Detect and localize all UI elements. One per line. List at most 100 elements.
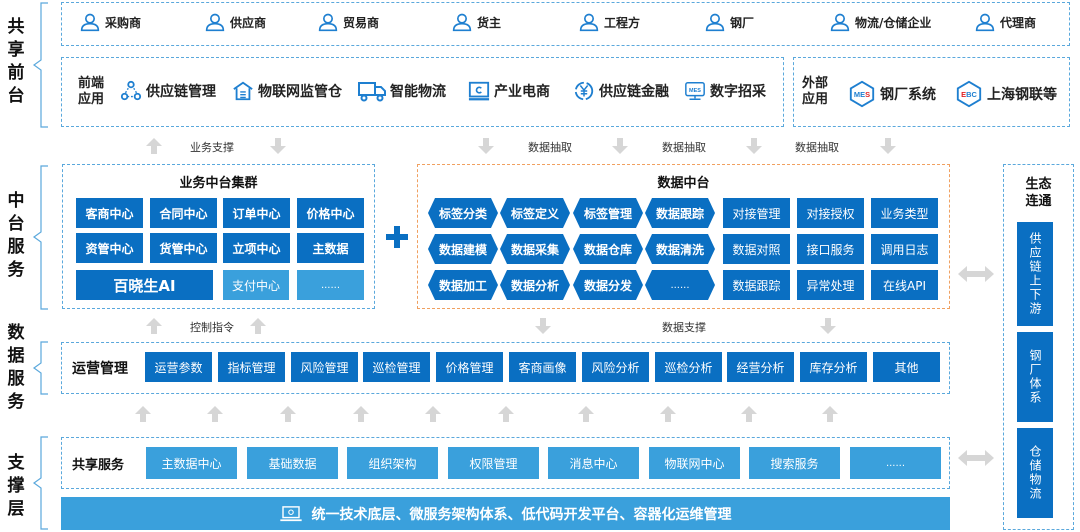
flow-label-data-extract: 数据抽取 xyxy=(662,141,706,154)
operations-item[interactable]: 价格管理 xyxy=(436,352,503,382)
role-item[interactable]: 贸易商 xyxy=(318,12,379,32)
frontend-apps-heading-line1: 前端 xyxy=(78,76,105,91)
role-item[interactable]: 物流/仓储企业 xyxy=(830,12,931,32)
app-digital-procurement[interactable]: MES 数字招采 xyxy=(684,80,766,102)
app-supply-chain-management[interactable]: 供应链管理 xyxy=(120,80,216,102)
plus-icon xyxy=(386,226,408,248)
business-center-box[interactable]: 资管中心 xyxy=(76,233,143,263)
data-capability-hex[interactable]: 标签分类 xyxy=(428,198,498,228)
shared-service-item[interactable]: 基础数据 xyxy=(247,447,338,479)
flow-label-data-extract: 数据抽取 xyxy=(795,141,839,154)
yuan-coin-icon xyxy=(574,81,594,101)
ecosystem-title-line1: 生态 xyxy=(1025,177,1052,192)
arrow-down-icon xyxy=(880,138,896,154)
user-icon xyxy=(452,13,472,32)
business-center-box[interactable]: 订单中心 xyxy=(223,198,290,228)
shared-service-item[interactable]: ...... xyxy=(850,447,941,479)
data-capability-hex[interactable]: 数据清洗 xyxy=(645,234,715,264)
shared-services-panel xyxy=(61,437,950,489)
arrow-down-icon xyxy=(746,138,762,154)
app-industrial-ecommerce[interactable]: 产业电商 xyxy=(468,80,550,102)
mes-monitor-icon: MES xyxy=(685,82,705,100)
shared-service-item[interactable]: 消息中心 xyxy=(548,447,639,479)
app-mysteel[interactable]: EBC 上海钢联等 xyxy=(955,80,1057,108)
external-apps-heading: 外部 应用 xyxy=(802,76,828,108)
business-middle-panel xyxy=(62,164,375,309)
operations-item[interactable]: 其他 xyxy=(873,352,940,382)
role-item[interactable]: 工程方 xyxy=(579,12,640,32)
data-service-box[interactable]: 数据跟踪 xyxy=(723,270,790,300)
business-more-box[interactable]: ...... xyxy=(297,270,364,300)
business-center-box[interactable]: 货管中心 xyxy=(150,233,217,263)
data-service-box[interactable]: 对接管理 xyxy=(723,198,790,228)
data-service-box[interactable]: 在线API xyxy=(871,270,938,300)
data-capability-hex[interactable]: 数据加工 xyxy=(428,270,498,300)
business-center-box[interactable]: 合同中心 xyxy=(150,198,217,228)
operations-item[interactable]: 指标管理 xyxy=(218,352,285,382)
operations-item[interactable]: 风险管理 xyxy=(291,352,358,382)
role-item[interactable]: 采购商 xyxy=(80,12,141,32)
data-capability-hex[interactable]: 数据采集 xyxy=(500,234,570,264)
data-capability-hex[interactable]: 数据分析 xyxy=(500,270,570,300)
data-capability-hex[interactable]: 数据建模 xyxy=(428,234,498,264)
ebc-hexagon-icon: EBC xyxy=(956,80,982,108)
ecosystem-item-warehousing[interactable]: 仓储物流 xyxy=(1017,428,1053,518)
operations-item[interactable]: 巡检分析 xyxy=(655,352,722,382)
operations-item[interactable]: 库存分析 xyxy=(800,352,867,382)
ecosystem-panel xyxy=(1003,164,1074,530)
operations-item[interactable]: 巡检管理 xyxy=(363,352,430,382)
user-icon xyxy=(705,13,725,32)
arrow-up-icon xyxy=(250,318,266,334)
app-iot-warehouse[interactable]: 物联网监管仓 xyxy=(232,80,342,102)
role-item[interactable]: 钢厂 xyxy=(705,12,754,32)
external-apps-heading-line2: 应用 xyxy=(802,92,829,107)
operations-item[interactable]: 客商画像 xyxy=(509,352,576,382)
data-capability-hex[interactable]: ...... xyxy=(645,270,715,300)
data-capability-hex[interactable]: 标签管理 xyxy=(573,198,643,228)
shared-service-item[interactable]: 主数据中心 xyxy=(146,447,237,479)
data-capability-hex[interactable]: 数据仓库 xyxy=(573,234,643,264)
ai-assistant-box[interactable]: 百晓生AI xyxy=(76,270,213,300)
ecosystem-item-supply-chain[interactable]: 供应链上下游 xyxy=(1017,222,1053,326)
business-center-box[interactable]: 价格中心 xyxy=(297,198,364,228)
data-service-box[interactable]: 接口服务 xyxy=(797,234,864,264)
app-smart-logistics[interactable]: 智能物流 xyxy=(358,80,446,102)
operations-item[interactable]: 运营参数 xyxy=(145,352,212,382)
business-center-box[interactable]: 客商中心 xyxy=(76,198,143,228)
double-arrow-icon xyxy=(958,448,994,468)
shared-service-item[interactable]: 组织架构 xyxy=(347,447,438,479)
role-item[interactable]: 代理商 xyxy=(975,12,1036,32)
app-steel-mill-system[interactable]: MES 钢厂系统 xyxy=(848,80,936,108)
data-service-box[interactable]: 对接授权 xyxy=(797,198,864,228)
data-capability-hex[interactable]: 数据跟踪 xyxy=(645,198,715,228)
role-item[interactable]: 货主 xyxy=(452,12,501,32)
shared-service-item[interactable]: 物联网中心 xyxy=(649,447,740,479)
frontend-apps-heading-line2: 应用 xyxy=(78,92,105,107)
arrow-up-icon xyxy=(135,406,151,422)
role-label: 物流/仓储企业 xyxy=(855,15,932,30)
external-apps-panel xyxy=(793,57,1070,127)
double-arrow-icon xyxy=(958,264,994,284)
app-supply-chain-finance[interactable]: 供应链金融 xyxy=(573,80,669,102)
data-service-box[interactable]: 业务类型 xyxy=(871,198,938,228)
data-service-box[interactable]: 异常处理 xyxy=(797,270,864,300)
ecosystem-item-steel-mill[interactable]: 钢厂体系 xyxy=(1017,332,1053,422)
role-label: 货主 xyxy=(477,15,502,30)
role-label: 采购商 xyxy=(105,15,142,30)
business-center-box[interactable]: 立项中心 xyxy=(223,233,290,263)
payment-center-box[interactable]: 支付中心 xyxy=(223,270,289,300)
data-capability-hex[interactable]: 数据分发 xyxy=(573,270,643,300)
shared-service-item[interactable]: 权限管理 xyxy=(448,447,539,479)
role-item[interactable]: 供应商 xyxy=(205,12,266,32)
shared-service-item[interactable]: 搜索服务 xyxy=(749,447,840,479)
data-service-box[interactable]: 数据对照 xyxy=(723,234,790,264)
operations-item[interactable]: 经营分析 xyxy=(727,352,794,382)
data-service-box[interactable]: 调用日志 xyxy=(871,234,938,264)
mes-hexagon-icon: MES xyxy=(849,80,875,108)
arrow-up-icon xyxy=(207,406,223,422)
operations-item[interactable]: 风险分析 xyxy=(582,352,649,382)
data-capability-hex[interactable]: 标签定义 xyxy=(500,198,570,228)
business-center-box[interactable]: 主数据 xyxy=(297,233,364,263)
app-label: 供应链管理 xyxy=(146,84,216,100)
laptop-icon xyxy=(279,505,302,521)
